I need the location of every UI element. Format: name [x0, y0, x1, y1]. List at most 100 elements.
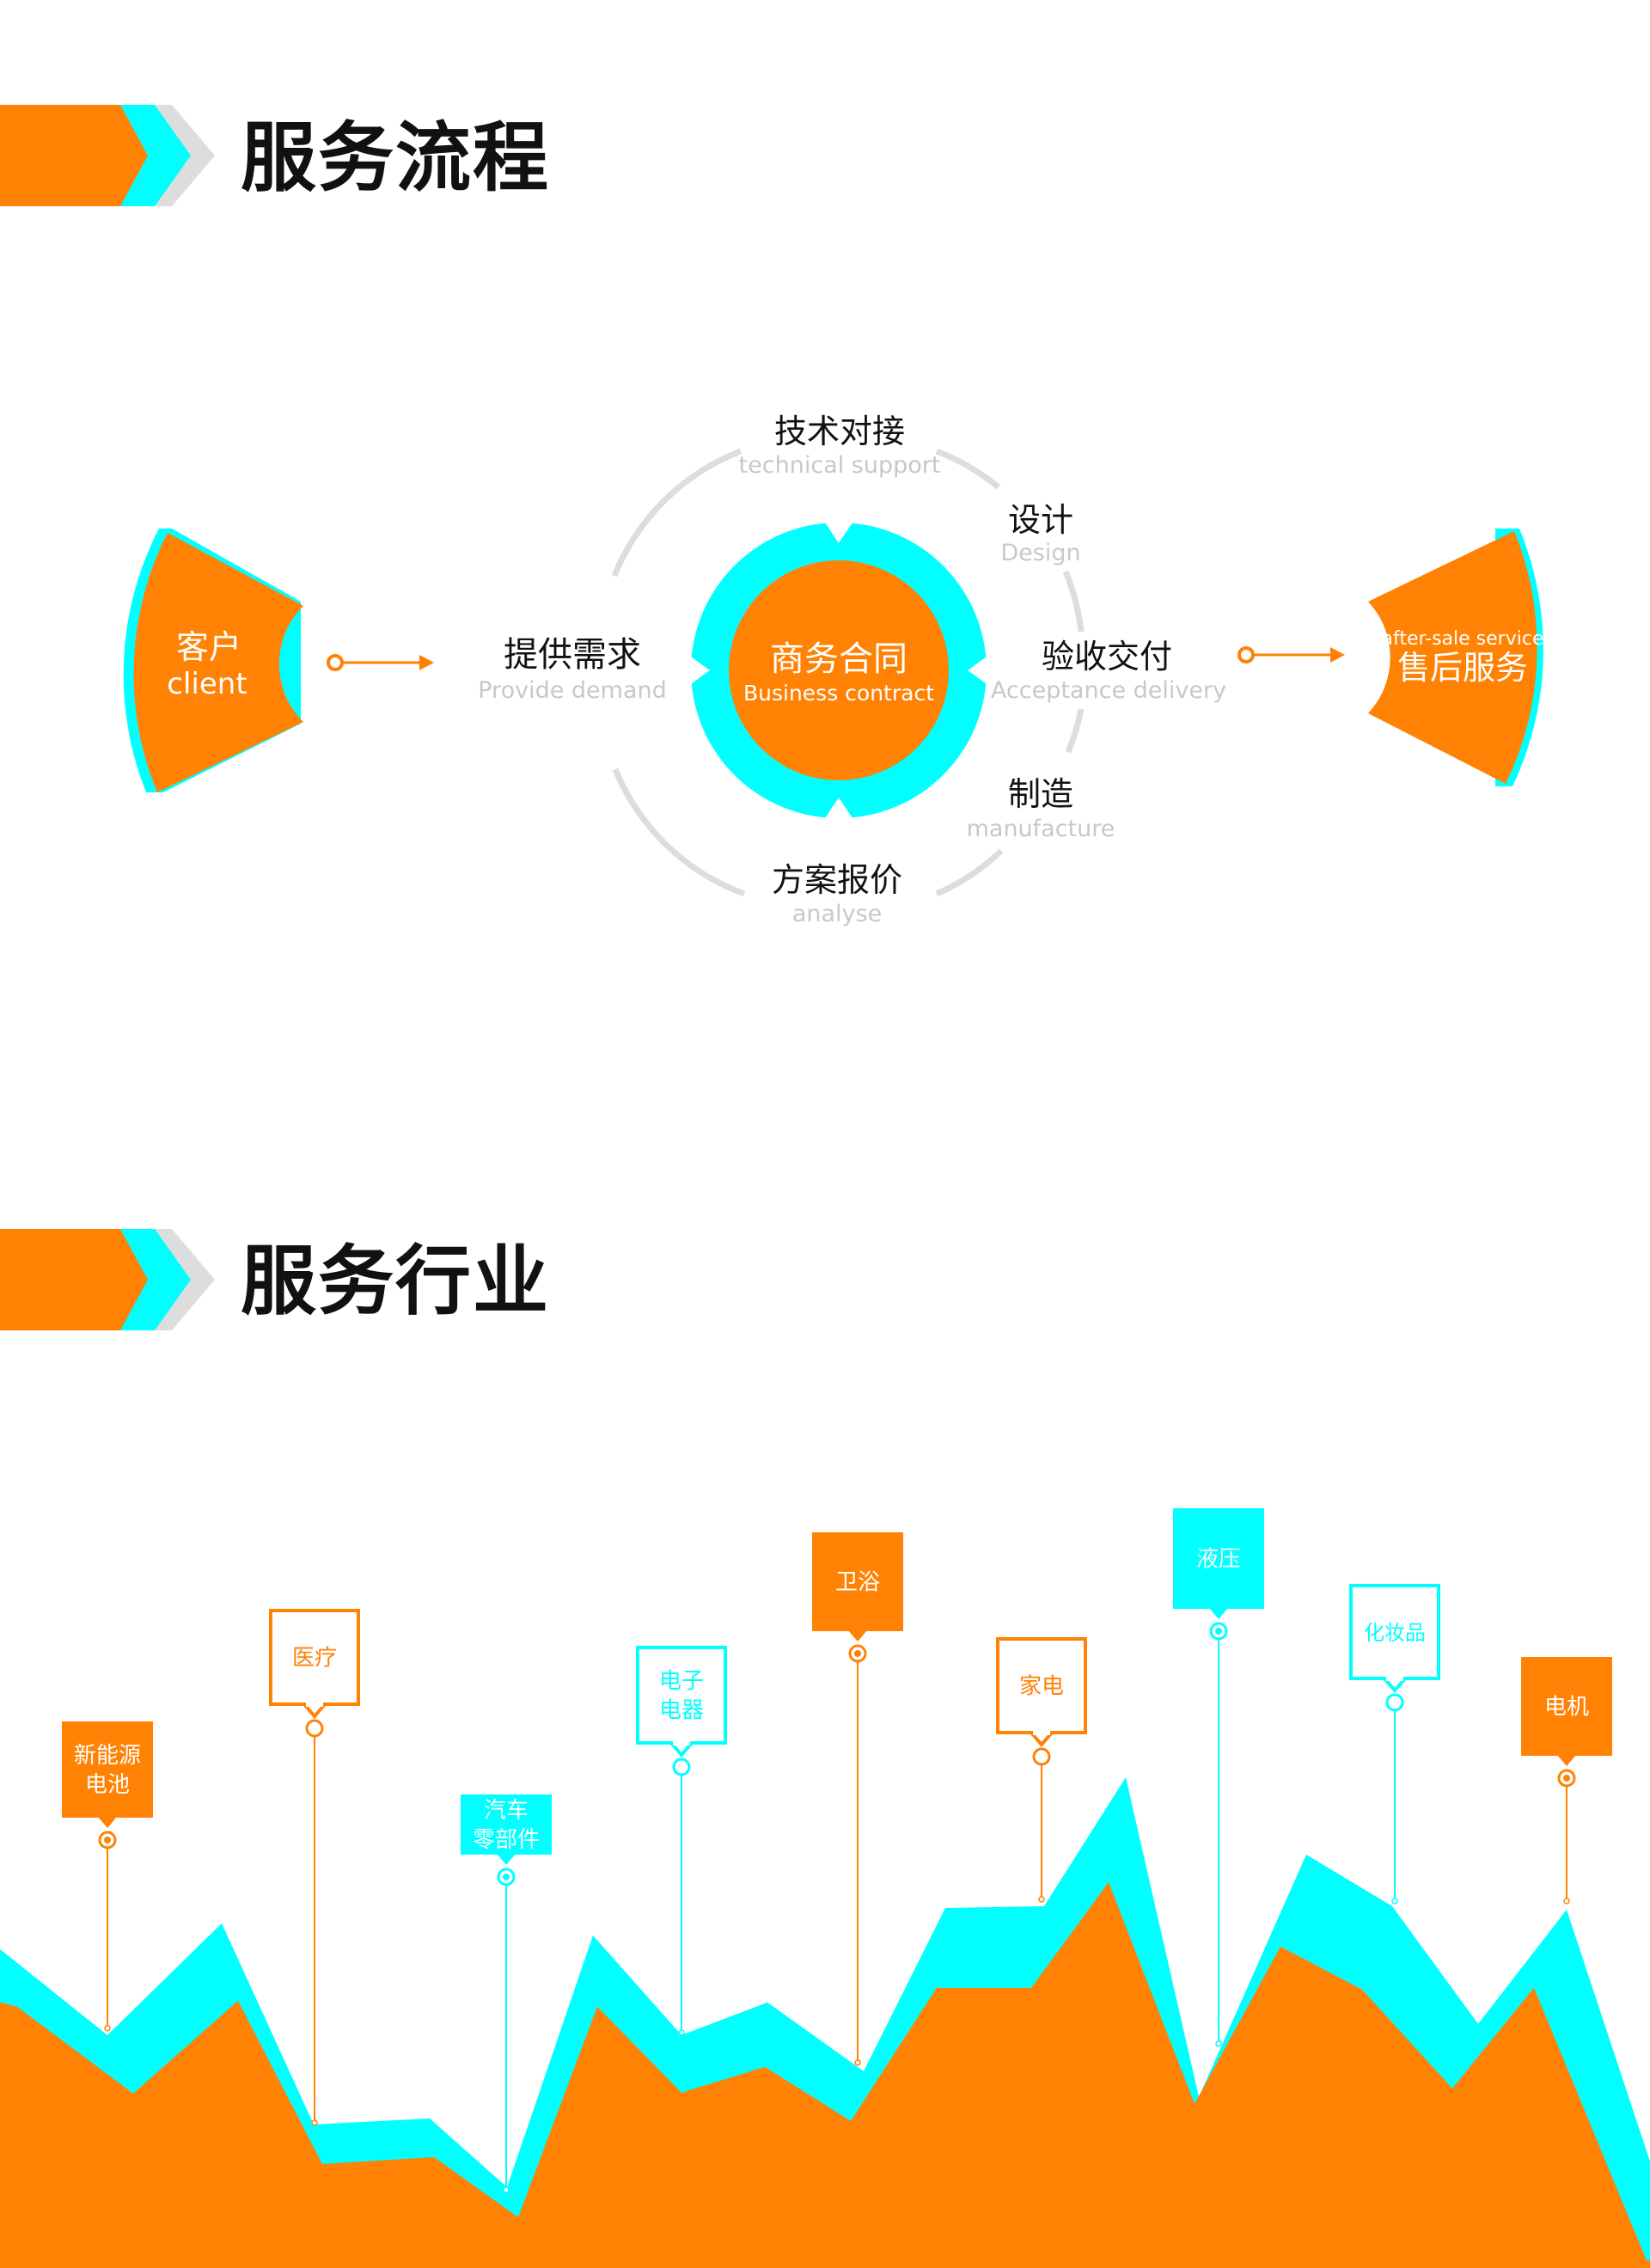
industry-label-box — [996, 1637, 1087, 1734]
industry-label-text: 零部件 — [473, 1827, 540, 1853]
industry-pin-end — [678, 2029, 685, 2036]
industry-pin-end — [311, 2119, 318, 2126]
industry-pin-ring — [305, 1719, 324, 1738]
mountain-orange-layer — [0, 1882, 1650, 2268]
industry-marker: 家电 — [996, 1637, 1087, 1903]
client-label-cn: 客户 — [176, 628, 241, 666]
industry-label-text: 汽车 — [484, 1798, 529, 1824]
step-provide-demand: 提供需求 Provide demand — [478, 635, 667, 704]
center-core-orange — [729, 560, 949, 780]
center-notch-right — [968, 655, 989, 686]
ring-arc-right-lower — [1065, 708, 1085, 754]
section-banner-2 — [0, 1229, 215, 1330]
ring-arc-bottom-right — [935, 848, 1004, 897]
industry-marker: 医疗 — [269, 1609, 360, 2126]
industry-pin-end — [1391, 1898, 1398, 1904]
industry-label-box — [1173, 1508, 1264, 1609]
industry-pointer-mask — [673, 1741, 690, 1745]
aftersale-wedge-orange — [1368, 531, 1537, 784]
center-notch-bottom — [823, 798, 854, 821]
ring-arc-top-left — [611, 448, 742, 578]
industry-marker: 化妆品 — [1349, 1584, 1440, 1904]
center-label-cn: 商务合同 — [770, 639, 908, 679]
section-title-process: 服务流程 — [241, 113, 551, 202]
industry-pin-end — [854, 2059, 861, 2066]
step-label-cn: 方案报价 — [772, 861, 902, 899]
section-banner-1 — [0, 105, 215, 206]
industry-pin-ring — [1032, 1747, 1051, 1766]
industry-pointer-mask — [306, 1703, 323, 1707]
step-label-en: analyse — [792, 901, 882, 927]
step-label-en: Acceptance delivery — [991, 677, 1226, 704]
industry-label-pointer — [98, 1817, 117, 1828]
industry-label-box — [1521, 1657, 1612, 1756]
client-label-en: client — [167, 667, 247, 701]
industry-pin-end — [104, 2025, 111, 2032]
industry-pin-ring — [672, 1758, 691, 1776]
arrow-client-to-process — [327, 654, 434, 671]
industry-label-box — [636, 1646, 727, 1745]
step-acceptance-delivery: 验收交付 Acceptance delivery — [991, 638, 1226, 704]
industry-label-text: 电池 — [85, 1772, 130, 1798]
industry-label-text: 医疗 — [292, 1646, 337, 1672]
arrow-head — [419, 655, 434, 670]
industry-pin-dot — [503, 1874, 510, 1880]
aftersale-wedge: after-sale service 售后服务 — [1368, 529, 1543, 786]
industry-label-pointer — [1209, 1608, 1228, 1619]
industry-label-text: 新能源 — [74, 1743, 141, 1769]
center-notch-left — [688, 655, 710, 686]
industry-label-box — [812, 1532, 903, 1631]
section-title-industries: 服务行业 — [241, 1237, 551, 1325]
client-wedge-orange — [133, 533, 303, 792]
aftersale-label-en: after-sale service — [1382, 628, 1544, 650]
industry-pin-end — [1038, 1896, 1045, 1903]
industry-label-text: 卫浴 — [835, 1570, 880, 1596]
mountain-baseline — [0, 2260, 1650, 2268]
industry-label-pointer — [497, 1854, 516, 1865]
step-label-cn: 技术对接 — [774, 413, 905, 450]
step-label-cn: 提供需求 — [504, 635, 641, 675]
ring-arc-right-upper — [1062, 570, 1085, 633]
industry-label-text: 化妆品 — [1364, 1621, 1426, 1645]
industry-label-text: 电子 — [659, 1669, 704, 1695]
industry-label-box — [461, 1794, 552, 1855]
industry-pointer-mask — [1033, 1731, 1050, 1735]
arrow-process-to-aftersale — [1238, 646, 1345, 663]
step-label-en: Provide demand — [478, 677, 667, 704]
service-process-diagram: 客户 client after-sale service 售后服务 商务合同 — [0, 105, 1543, 927]
industry-label-text: 电器 — [659, 1698, 704, 1724]
industry-pin-dot — [1563, 1775, 1570, 1782]
industry-label-pointer — [1557, 1755, 1576, 1766]
industry-pin-dot — [104, 1837, 111, 1843]
industry-label-text: 家电 — [1019, 1674, 1064, 1700]
arrow-tail-circle — [1238, 646, 1255, 663]
step-design: 设计 Design — [1000, 501, 1080, 566]
industry-label-box — [62, 1721, 153, 1818]
industry-pin-end — [503, 2186, 510, 2193]
center-contract-circle: 商务合同 Business contract — [688, 520, 989, 821]
banner-chevron-orange — [0, 1229, 148, 1330]
industry-pin-end — [1215, 2040, 1222, 2047]
process-ring — [611, 448, 1085, 897]
industry-pointer-mask — [1386, 1677, 1403, 1681]
step-label-cn: 制造 — [1008, 775, 1073, 813]
step-label-cn: 设计 — [1008, 501, 1073, 539]
banner-chevron-orange — [0, 105, 148, 206]
industry-pin-ring — [1385, 1693, 1404, 1712]
step-label-en: technical support — [739, 452, 941, 479]
client-wedge: 客户 client — [123, 529, 303, 792]
step-quote: 方案报价 analyse — [772, 861, 902, 927]
industry-label-pointer — [848, 1630, 867, 1641]
arrow-tail-circle — [327, 654, 344, 671]
aftersale-label-cn: 售后服务 — [1397, 649, 1528, 687]
industry-label-text: 电机 — [1544, 1695, 1589, 1721]
ring-arc-top-right — [935, 448, 1001, 490]
industry-pin-dot — [854, 1650, 861, 1657]
step-technical-support: 技术对接 technical support — [739, 413, 941, 479]
center-label-en: Business contract — [743, 681, 934, 706]
